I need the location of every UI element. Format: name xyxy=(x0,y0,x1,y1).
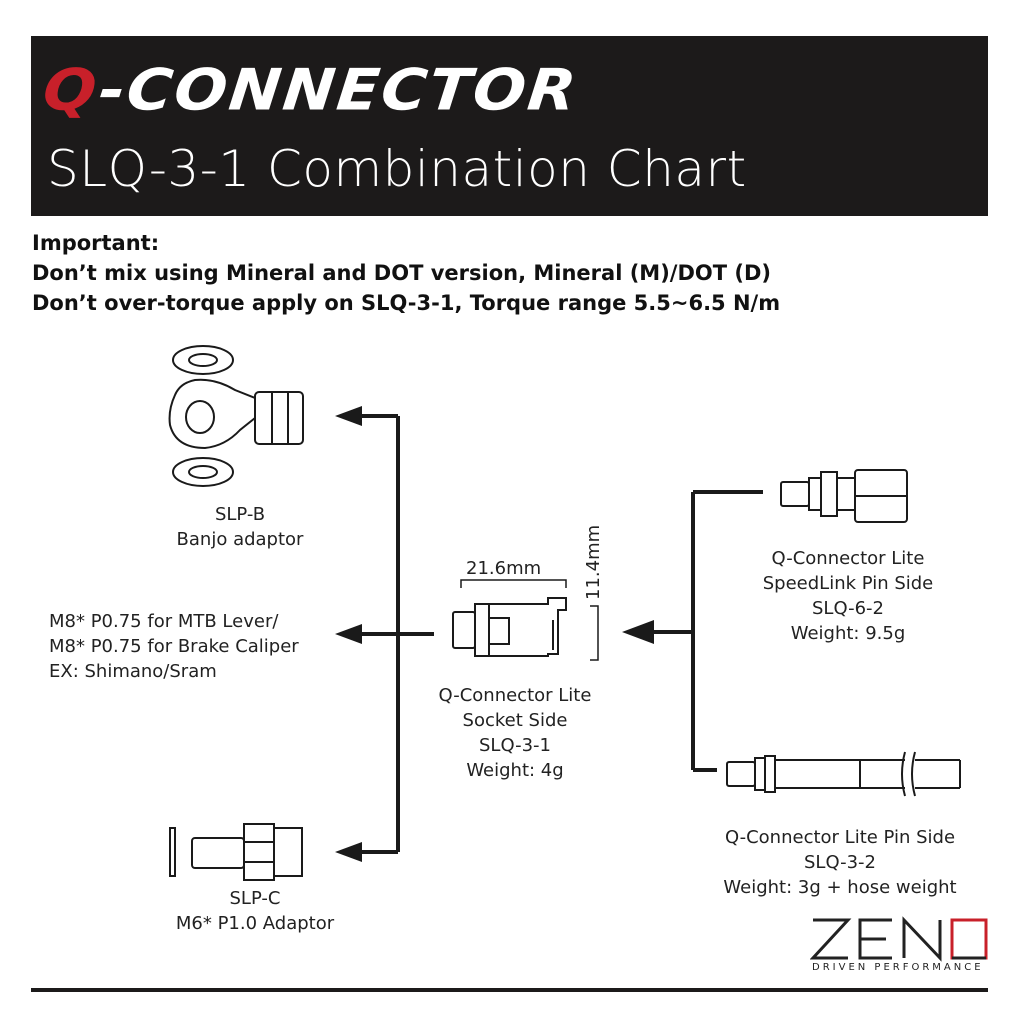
speedlink-part-number: SLQ-6-2 xyxy=(811,598,885,619)
pin-weight: Weight: 3g + hose weight xyxy=(723,877,957,898)
zeno-wordmark-icon xyxy=(810,916,988,962)
brand-tagline: DRIVEN PERFORMANCE xyxy=(812,962,984,973)
socket-part-number: SLQ-3-1 xyxy=(478,735,552,756)
banjo-part-number: SLP-B xyxy=(214,504,266,525)
thread-spec-caliper: M8* P0.75 for Brake Caliper xyxy=(49,636,299,657)
thread-spec-label: M8* P0.75 for MTB Lever/ M8* P0.75 for B… xyxy=(49,609,299,684)
speedlink-weight: Weight: 9.5g xyxy=(790,623,906,644)
page-title: SLQ-3-1 Combination Chart xyxy=(47,140,747,198)
speedlink-label: Q-Connector Lite SpeedLink Pin Side SLQ-… xyxy=(733,546,963,646)
socket-weight: Weight: 4g xyxy=(466,760,564,781)
arrow-to-banjo xyxy=(335,406,362,426)
socket-side-label: Q-Connector Lite Socket Side SLQ-3-1 Wei… xyxy=(400,683,630,783)
socket-side-icon xyxy=(452,597,567,657)
m6-part-number: SLP-C xyxy=(229,888,281,909)
width-dimension-label: 21.6mm xyxy=(466,558,542,579)
notes-heading: Important: xyxy=(32,231,160,255)
pin-side-hose-icon xyxy=(726,751,961,797)
banjo-adaptor-label: SLP-B Banjo adaptor xyxy=(140,502,340,552)
arrow-to-socket xyxy=(622,620,654,644)
notes-mixing-warning: Don’t mix using Mineral and DOT version,… xyxy=(32,261,772,285)
important-notes: Important: Don’t mix using Mineral and D… xyxy=(32,228,780,318)
header-banner: Q-CONNECTOR SLQ-3-1 Combination Chart xyxy=(31,36,988,216)
pin-product-name: Q-Connector Lite Pin Side xyxy=(724,827,956,848)
bottom-rule xyxy=(31,988,988,992)
zeno-brand-logo: DRIVEN PERFORMANCE xyxy=(810,914,990,974)
connection-arrows xyxy=(335,406,763,862)
m6-description: M6* P1.0 Adaptor xyxy=(175,913,335,934)
height-dimension-label: 11.4mm xyxy=(583,524,604,600)
socket-side-name: Socket Side xyxy=(462,710,568,731)
notes-torque-warning: Don’t over-torque apply on SLQ-3-1, Torq… xyxy=(32,291,781,315)
socket-product-name: Q-Connector Lite xyxy=(438,685,592,706)
banjo-description: Banjo adaptor xyxy=(176,529,304,550)
pin-side-label: Q-Connector Lite Pin Side SLQ-3-2 Weight… xyxy=(690,825,990,900)
m6-adaptor-label: SLP-C M6* P1.0 Adaptor xyxy=(140,886,370,936)
thread-spec-lever: M8* P0.75 for MTB Lever/ xyxy=(49,611,279,632)
speedlink-product-name: Q-Connector Lite xyxy=(771,548,925,569)
m6-adaptor-icon xyxy=(169,823,303,881)
speedlink-pin-icon xyxy=(780,469,908,523)
arrow-to-thread xyxy=(335,624,362,644)
arrow-to-m6 xyxy=(335,842,362,862)
thread-spec-example: EX: Shimano/Sram xyxy=(49,661,217,682)
pin-part-number: SLQ-3-2 xyxy=(803,852,877,873)
speedlink-side-name: SpeedLink Pin Side xyxy=(762,573,934,594)
dimension-lines xyxy=(460,579,599,661)
banjo-adaptor-icon xyxy=(168,345,304,487)
